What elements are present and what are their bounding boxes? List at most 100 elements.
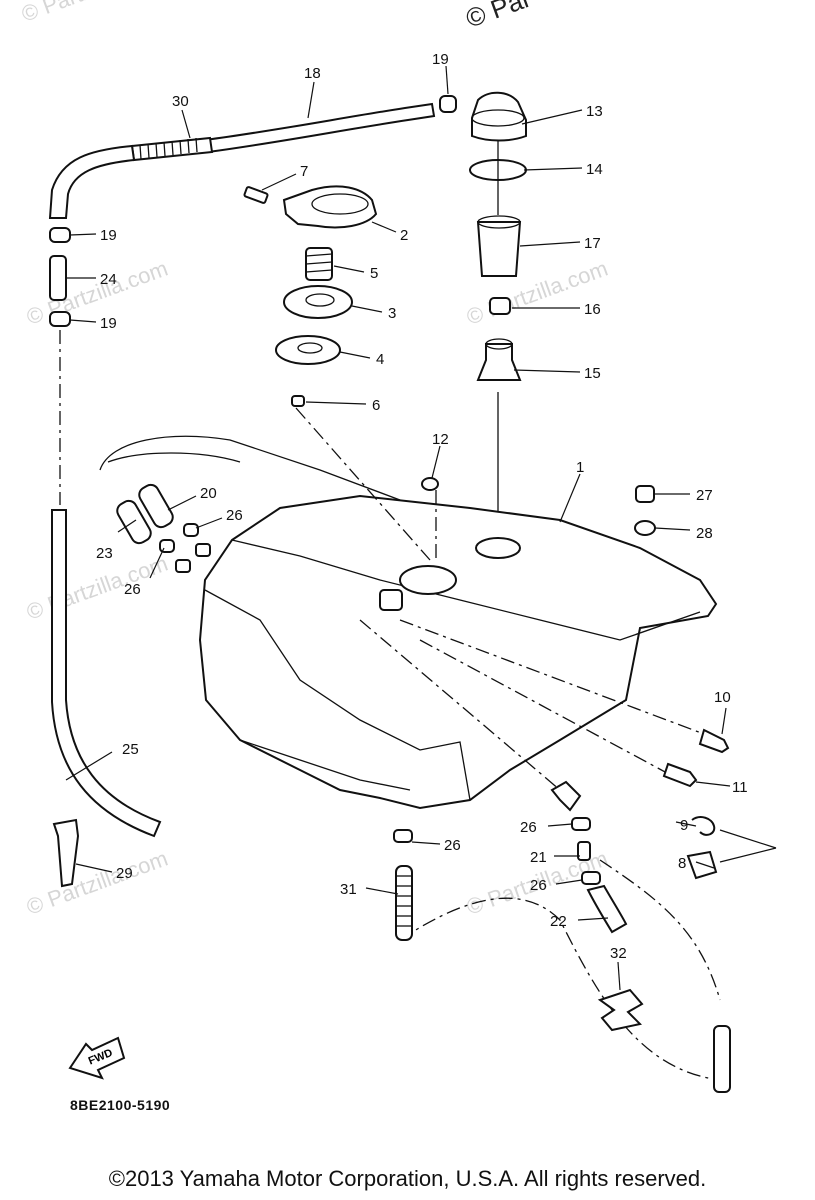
filler-bracket — [379, 589, 403, 611]
callout-30: 30 — [172, 93, 189, 110]
seal-3 — [283, 285, 353, 319]
callout-labels: 1 2 3 4 5 6 7 8 9 10 11 12 13 14 15 16 1… — [96, 51, 748, 962]
callout-9: 9 — [680, 817, 688, 834]
clamp-19-upper — [49, 227, 71, 243]
assembly-lines — [295, 407, 721, 1081]
callout-5: 5 — [370, 265, 378, 282]
cap-top — [311, 193, 369, 215]
fuel-tank-1 — [175, 477, 718, 810]
callout-28: 28 — [696, 525, 713, 542]
joint-24 — [49, 255, 67, 301]
clamp-26-a — [183, 523, 199, 537]
callout-26-b: 26 — [124, 581, 141, 598]
clamp-19-top — [439, 95, 457, 113]
callout-8: 8 — [678, 855, 686, 872]
callout-26-c: 26 — [444, 837, 461, 854]
cap-2 — [282, 185, 378, 229]
bolts — [662, 728, 730, 788]
callout-29: 29 — [116, 865, 133, 882]
callout-1: 1 — [576, 459, 584, 476]
spring-5 — [305, 247, 333, 281]
grommet-12 — [421, 477, 439, 491]
callout-25: 25 — [122, 741, 139, 758]
callout-14: 14 — [586, 161, 603, 178]
callout-10: 10 — [714, 689, 731, 706]
callout-6: 6 — [372, 397, 380, 414]
pipe-right — [713, 1025, 731, 1093]
elbow-26 — [550, 780, 582, 812]
clips — [686, 816, 777, 880]
callout-12: 12 — [432, 431, 449, 448]
fitting-left-1 — [195, 543, 211, 557]
clip-8 — [686, 850, 718, 880]
callout-16: 16 — [584, 301, 601, 318]
cap-13-ring — [471, 109, 525, 127]
clamp-26-c — [571, 817, 591, 831]
clip-9 — [691, 816, 716, 836]
watermark-left-1: © Partzilla.com — [23, 256, 171, 330]
callout-20: 20 — [200, 485, 217, 502]
vent-loop-line — [99, 435, 401, 501]
hose-20 — [138, 483, 174, 529]
callout-19-upper: 19 — [100, 227, 117, 244]
corrugation-lines — [139, 137, 198, 160]
watermark-left-3: © Partzilla.com — [23, 846, 171, 920]
callout-7: 7 — [300, 163, 308, 180]
callout-4: 4 — [376, 351, 384, 368]
nut-27 — [635, 485, 655, 503]
clamp-26-b — [159, 539, 175, 553]
gasket-4-hole — [297, 342, 323, 354]
callout-27: 27 — [696, 487, 713, 504]
callout-17: 17 — [584, 235, 601, 252]
fuel-pickup-assembly — [469, 91, 527, 520]
bolt-7 — [243, 186, 269, 204]
cap-13 — [471, 91, 527, 142]
filler-neck — [399, 565, 457, 595]
cable-tie-29 — [52, 818, 80, 888]
callout-15: 15 — [584, 365, 601, 382]
drain-hose-assembly — [550, 780, 628, 934]
callout-18: 18 — [304, 65, 321, 82]
bolt-11 — [662, 762, 698, 788]
filter-15-top — [485, 338, 513, 350]
clamp-26-d — [581, 871, 601, 885]
fitting-21 — [577, 841, 591, 861]
short-hoses — [116, 483, 199, 553]
callout-19-top: 19 — [432, 51, 449, 68]
vent-hose-25 — [51, 509, 162, 838]
callout-13: 13 — [586, 103, 603, 120]
callout-31: 31 — [340, 881, 357, 898]
clamp-19-lower — [49, 311, 71, 327]
callout-3: 3 — [388, 305, 396, 322]
tank-top-ridge — [231, 539, 701, 641]
callout-26-e: 26 — [530, 877, 547, 894]
breather-hose-assembly — [48, 95, 457, 838]
gasket-4 — [275, 335, 341, 365]
clamp-16 — [489, 297, 511, 315]
clamp-32 — [597, 988, 644, 1032]
bolt-10 — [698, 728, 730, 754]
callout-26-a: 26 — [226, 507, 243, 524]
callout-2: 2 — [400, 227, 408, 244]
watermark-top: © Par — [462, 0, 535, 34]
tube-17 — [476, 221, 522, 277]
clamp-26-e — [393, 829, 413, 843]
callout-23: 23 — [96, 545, 113, 562]
seal-3-hole — [305, 293, 335, 307]
callout-32: 32 — [610, 945, 627, 962]
tube-17-top — [477, 215, 521, 229]
hose-18 — [203, 102, 436, 154]
callout-22: 22 — [550, 913, 567, 930]
grommet-28 — [634, 520, 656, 536]
callout-21: 21 — [530, 849, 547, 866]
callout-24: 24 — [100, 271, 117, 288]
nut-6 — [291, 395, 305, 407]
tank-body — [198, 494, 718, 810]
fwd-arrow-icon: FWD — [68, 1036, 126, 1080]
copyright-notice: ©2013 Yamaha Motor Corporation, U.S.A. A… — [108, 1166, 707, 1191]
leader-lines — [65, 65, 731, 991]
callout-26-d: 26 — [520, 819, 537, 836]
hose-bend — [48, 144, 136, 219]
hose-22 — [586, 884, 628, 934]
